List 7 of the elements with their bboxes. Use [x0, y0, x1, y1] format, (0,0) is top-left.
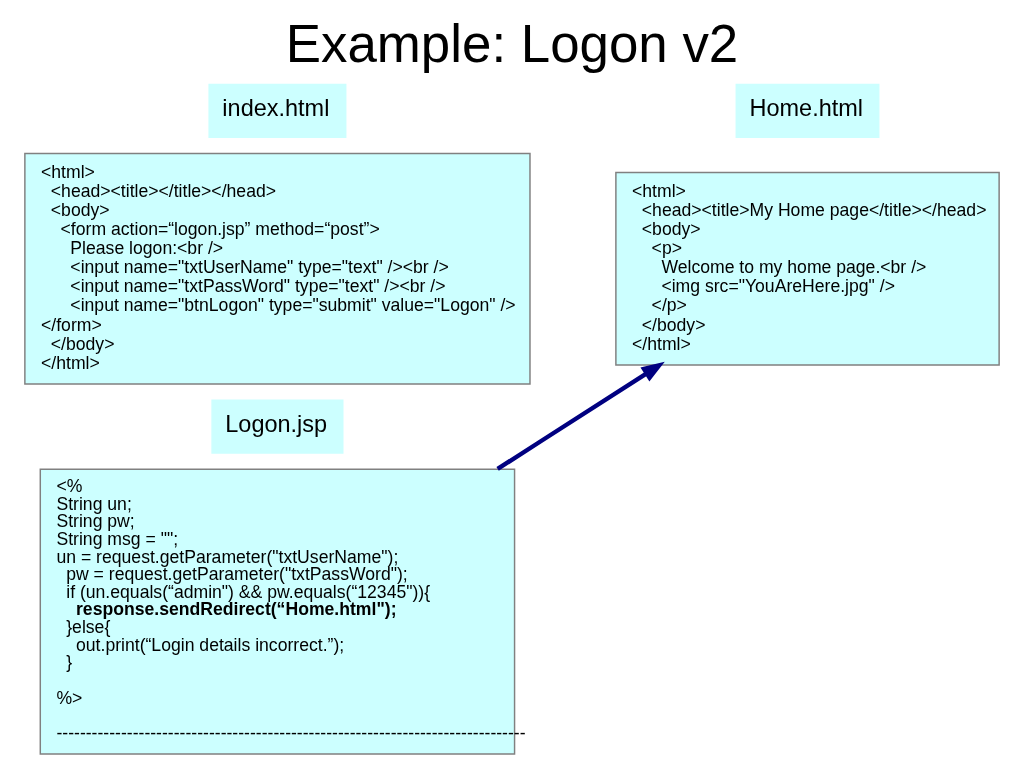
node-box: <html> <head><title>My Home page</title></head> <body> <p> Welcome to my home page.<br /> <img src="YouAreHere.jpg" /> </p> </body> </html> — [615, 171, 1000, 366]
arrow — [496, 361, 665, 471]
node-box: Logon.jsp — [211, 399, 344, 454]
node-box: Home.html — [735, 83, 880, 139]
node-box: index.html — [208, 83, 347, 139]
diagram-title: Example: Logon v2 — [285, 14, 739, 74]
node-box: <html> <head><title></title></head> <body> <form action=“logon.jsp” method=“post”> Please logon:<br /> <input name="txtUserName" type="text" /><br /> <input name="txtPassWord" type="text" /><br /> <input name="btnLogon" type="submit" value="Logon" /> </form> </body> </html> — [24, 152, 531, 385]
